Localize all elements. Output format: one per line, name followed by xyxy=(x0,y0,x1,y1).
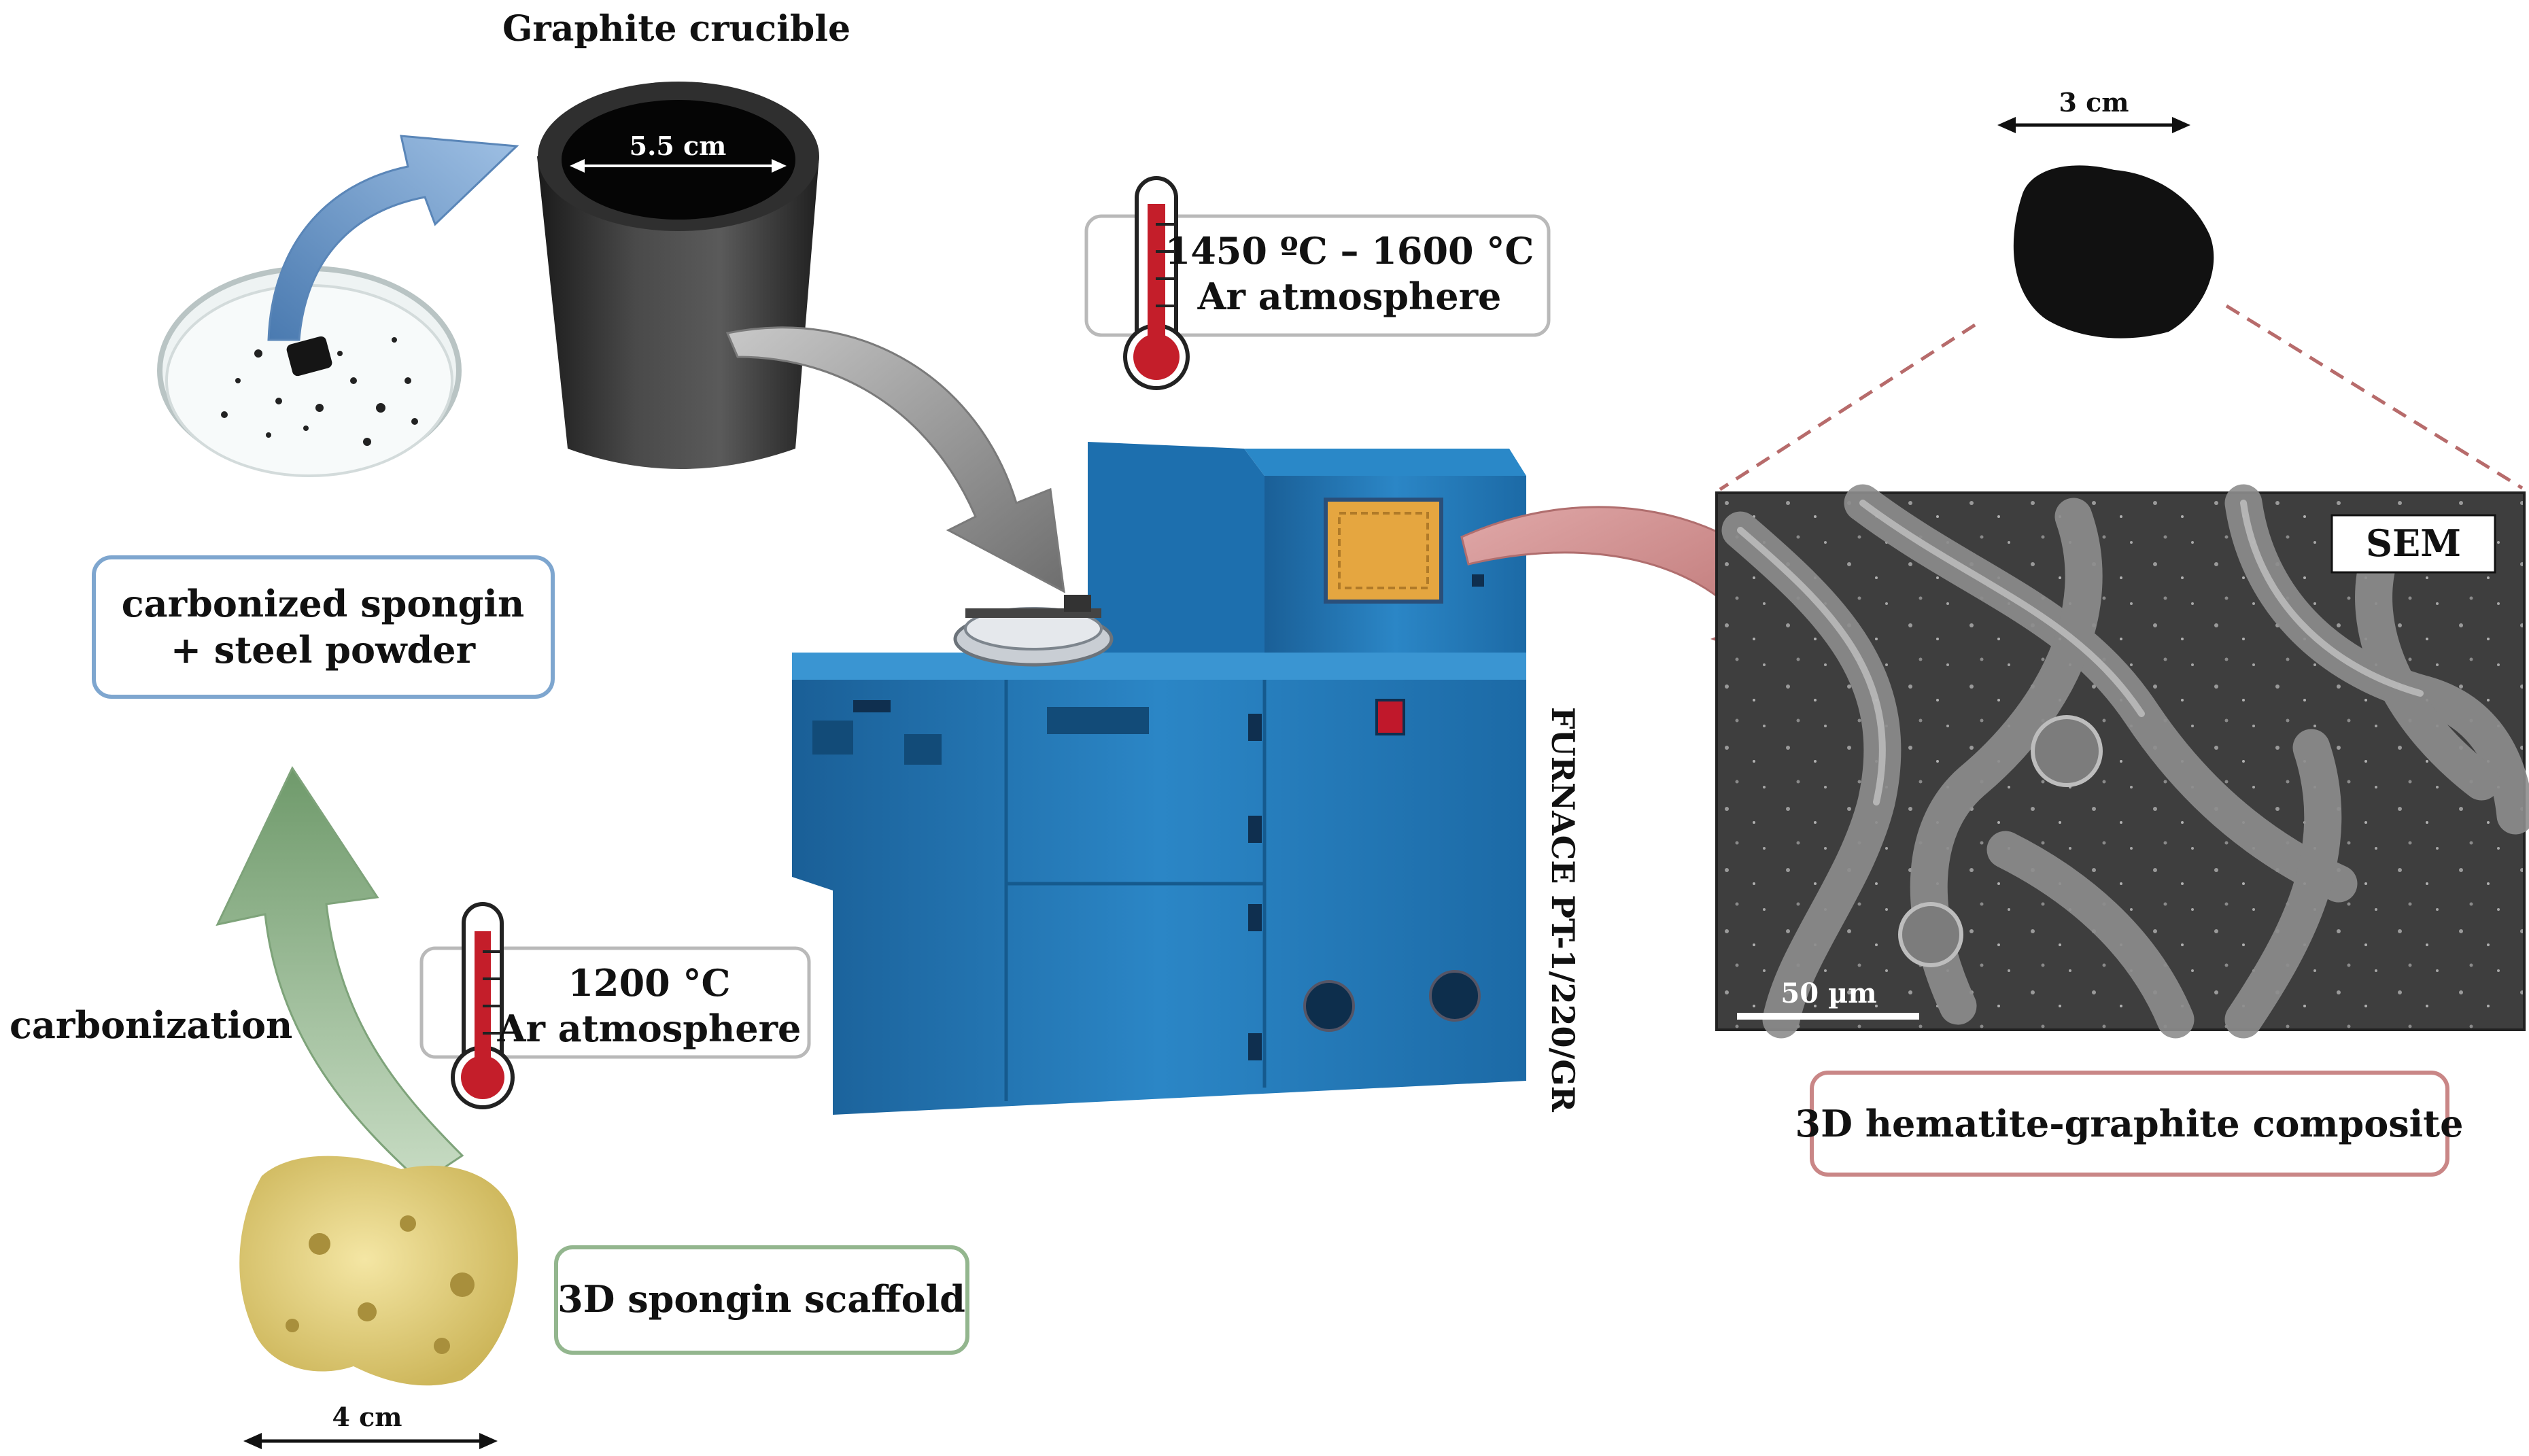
furnace-temp-box xyxy=(1084,214,1551,337)
gray-arrow-to-furnace xyxy=(725,326,1065,593)
sem-scale-bar xyxy=(1737,1013,1919,1020)
carbonization-temp-box xyxy=(419,946,811,1059)
composite-scale-arrow xyxy=(1997,117,2190,133)
scaffold-scale-label: 4 cm xyxy=(332,1402,402,1432)
blue-arrow-to-crucible xyxy=(267,135,519,341)
thermometer-icon xyxy=(1123,176,1190,390)
scaffold-scale-arrow xyxy=(243,1433,498,1449)
sem-scale-label: 50 µm xyxy=(1780,977,1876,1009)
composite-label: 3D hematite-graphite composite xyxy=(1795,1102,2464,1145)
furnace-model-label: FURNACE PT-1/220/GR xyxy=(1545,707,1581,1113)
green-arrow-carbonization xyxy=(216,765,464,1184)
spongin-scaffold-image xyxy=(239,1156,518,1386)
composite-sample-image xyxy=(2013,165,2214,339)
furnace-image xyxy=(792,442,1526,1115)
sem-tag-box xyxy=(2330,514,2496,574)
zoom-lines xyxy=(1719,304,2524,491)
composite-scale-label: 3 cm xyxy=(2059,87,2129,118)
carbonization-temp-line1: 1200 °C xyxy=(568,961,730,1005)
crucible-diameter-arrow xyxy=(570,159,787,173)
sem-tag: SEM xyxy=(2366,521,2461,565)
crucible-title: Graphite crucible xyxy=(502,8,850,50)
carbonized-box xyxy=(92,555,555,699)
sem-image xyxy=(1715,484,2529,1039)
furnace-temp-line1: 1450 ºC – 1600 °C xyxy=(1165,229,1534,273)
carbonized-line2: + steel powder xyxy=(171,628,476,672)
carbonization-temp-line2: Ar atmosphere xyxy=(497,1007,802,1050)
scaffold-label: 3D spongin scaffold xyxy=(557,1277,965,1321)
crucible-diameter-label: 5.5 cm xyxy=(630,131,727,161)
carbonization-label: carbonization xyxy=(10,1003,292,1047)
carbonized-line1: carbonized spongin xyxy=(122,582,524,625)
petri-dish-image xyxy=(157,266,462,477)
scaffold-label-box xyxy=(554,1245,969,1355)
furnace-temp-line2: Ar atmosphere xyxy=(1197,275,1502,318)
thermometer-icon xyxy=(451,902,515,1109)
graphite-crucible-image xyxy=(537,82,819,469)
composite-label-box xyxy=(1810,1071,2449,1177)
